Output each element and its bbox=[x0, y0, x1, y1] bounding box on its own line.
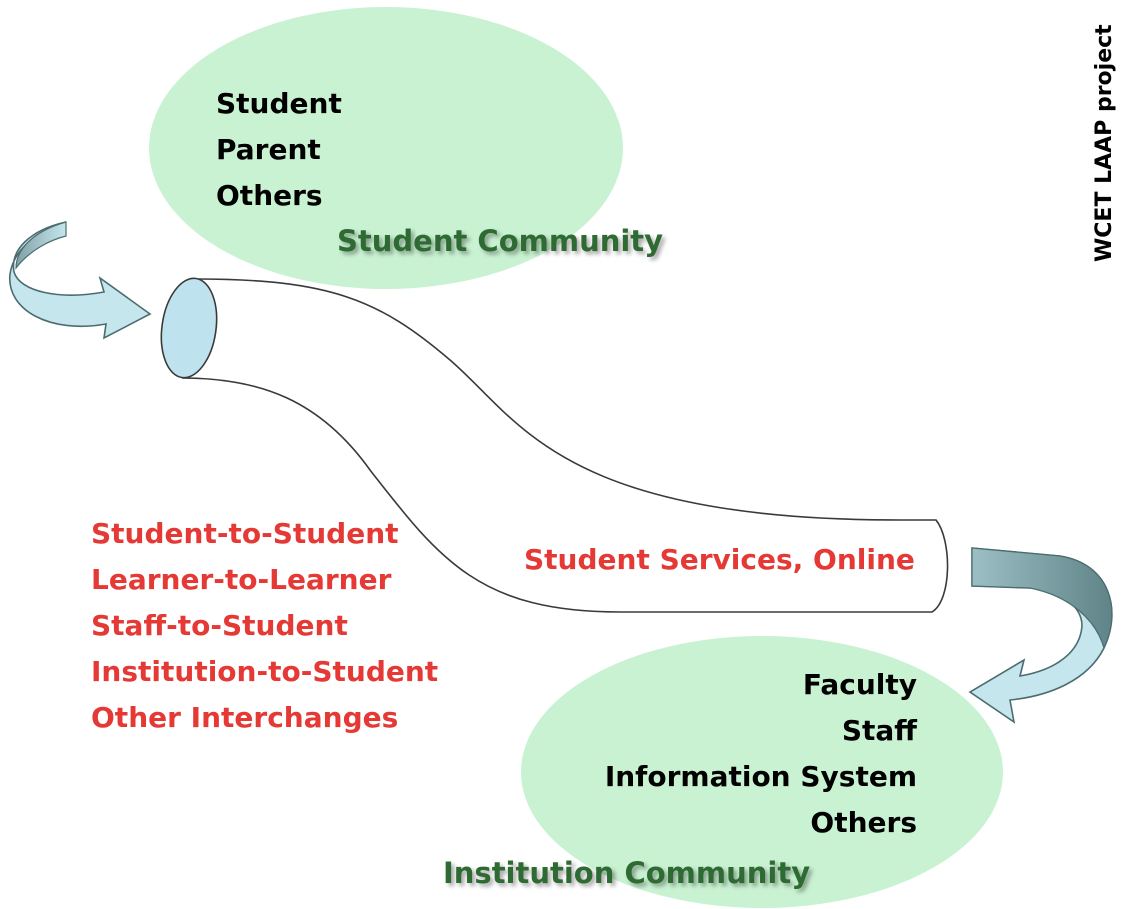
interchange-item: Institution-to-Student bbox=[91, 655, 439, 688]
tube-body bbox=[181, 278, 949, 613]
institution-member: Staff bbox=[841, 714, 917, 747]
student-community-members: Student Parent Others bbox=[216, 81, 342, 219]
student-community-label: Student Community bbox=[337, 224, 664, 258]
institution-community-ellipse bbox=[521, 636, 1003, 908]
interchange-item: Other Interchanges bbox=[91, 701, 399, 734]
interchange-list: Student-to-Student Learner-to-Learner St… bbox=[91, 511, 438, 741]
curved-arrow-right-icon bbox=[968, 547, 1113, 724]
student-member: Student bbox=[216, 87, 342, 120]
student-community-ellipse bbox=[149, 7, 623, 289]
interchange-item: Student-to-Student bbox=[91, 517, 399, 550]
tube-label: Student Services, Online bbox=[524, 543, 915, 576]
tube-opening bbox=[160, 277, 218, 379]
student-member: Others bbox=[216, 179, 323, 212]
institution-member: Faculty bbox=[802, 668, 917, 701]
institution-member: Information System bbox=[604, 760, 917, 793]
curved-arrow-left-icon bbox=[9, 221, 152, 340]
interchange-item: Learner-to-Learner bbox=[91, 563, 392, 596]
interchange-item: Staff-to-Student bbox=[91, 609, 348, 642]
institution-community-label: Institution Community bbox=[443, 856, 811, 890]
student-member: Parent bbox=[216, 133, 321, 166]
project-label: WCET LAAP project bbox=[1092, 24, 1117, 262]
institution-community-members: Faculty Staff Information System Others bbox=[560, 662, 917, 846]
institution-member: Others bbox=[810, 806, 917, 839]
